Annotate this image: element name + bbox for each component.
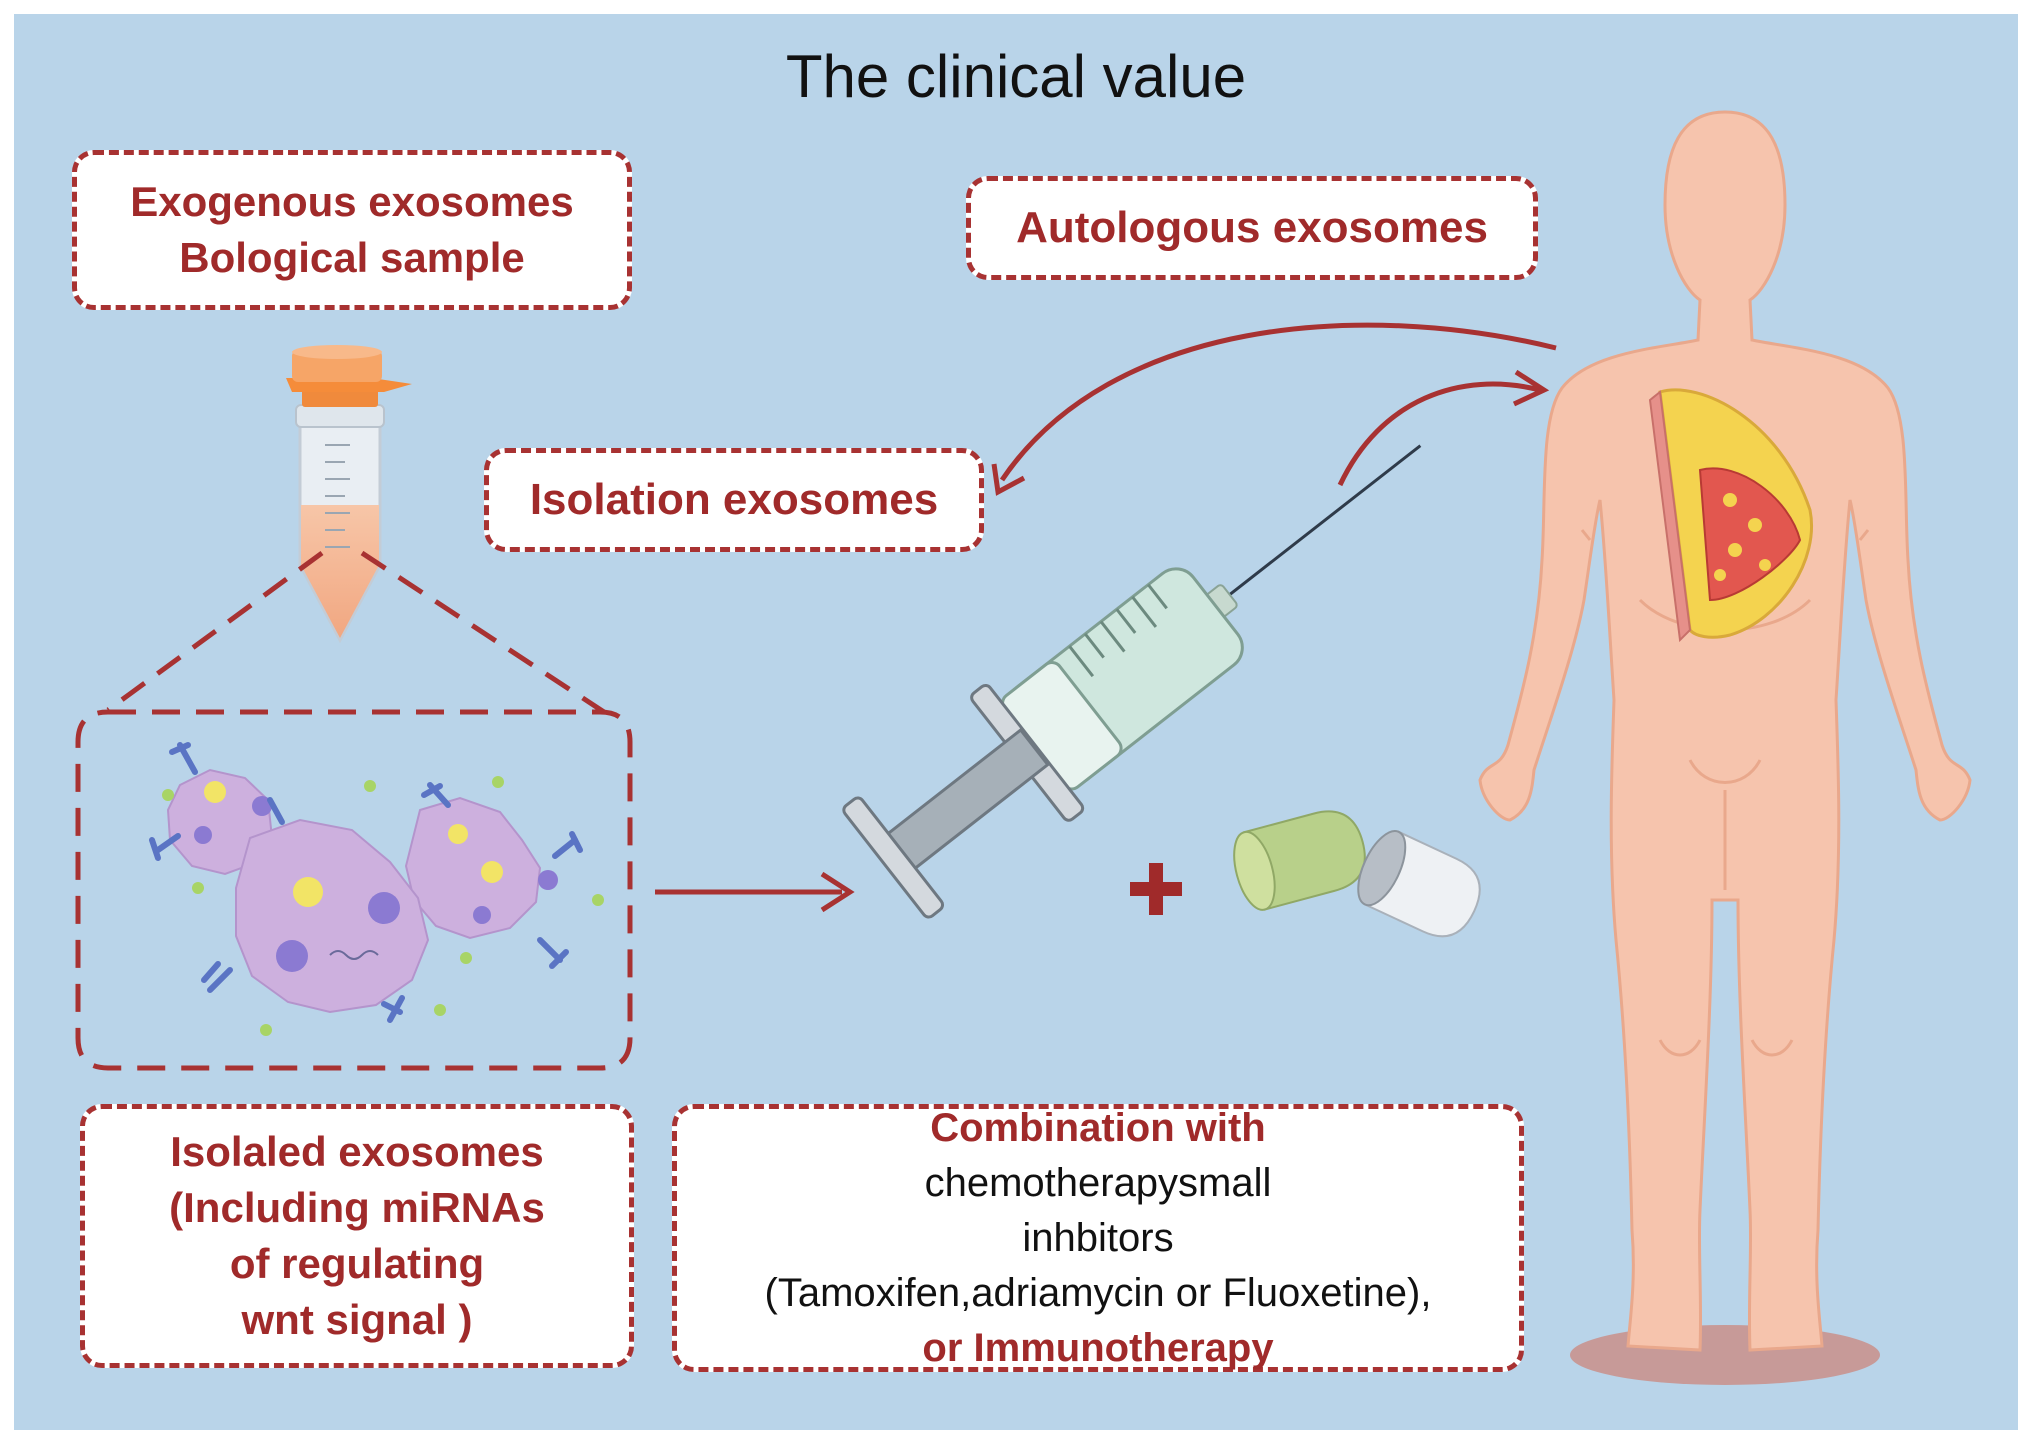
exosome-panel: [75, 709, 633, 1071]
page-title: The clinical value: [785, 43, 1247, 110]
combination-line4: (Tamoxifen,adriamycin or Fluoxetine),: [764, 1270, 1432, 1315]
exosome-cluster-icon: [149, 742, 604, 1036]
combination-line1: Combination with: [930, 1105, 1266, 1150]
plus-icon: [1130, 863, 1182, 915]
autologous-label: Autologous exosomes: [1016, 203, 1488, 252]
isolated-line2: (Including miRNAs: [169, 1184, 545, 1231]
breast-tissue-icon: [1648, 388, 1813, 643]
human-body-icon: [1478, 110, 1972, 1385]
exogenous-exosomes-box: Exogenous exosomes Bological sample: [72, 150, 632, 310]
combination-line5: or Immunotherapy: [922, 1325, 1274, 1370]
arrow-to-syringe: [655, 871, 855, 913]
isolated-line4: wnt signal ): [241, 1296, 473, 1343]
isolated-line1: Isolaled exosomes: [170, 1128, 544, 1175]
isolated-exosomes-box: Isolaled exosomes (Including miRNAs of r…: [80, 1104, 634, 1368]
combination-box: Combination with chemotherapysmall inhbi…: [672, 1104, 1524, 1372]
isolation-label: Isolation exosomes: [529, 475, 939, 524]
syringe-icon: [842, 444, 1422, 919]
curved-arrows: [991, 322, 1557, 496]
capsule-icon: [1233, 810, 1481, 938]
exogenous-line1: Exogenous exosomes: [130, 178, 574, 225]
isolated-line3: of regulating: [229, 1240, 485, 1287]
autologous-exosomes-box: Autologous exosomes: [966, 176, 1538, 280]
isolation-exosomes-box: Isolation exosomes: [484, 448, 984, 552]
test-tube-icon: [286, 345, 412, 644]
exogenous-line2: Bological sample: [179, 234, 525, 281]
zoom-lines: [106, 550, 606, 715]
combination-line3: inhbitors: [1022, 1215, 1174, 1260]
combination-line2: chemotherapysmall: [924, 1160, 1272, 1205]
